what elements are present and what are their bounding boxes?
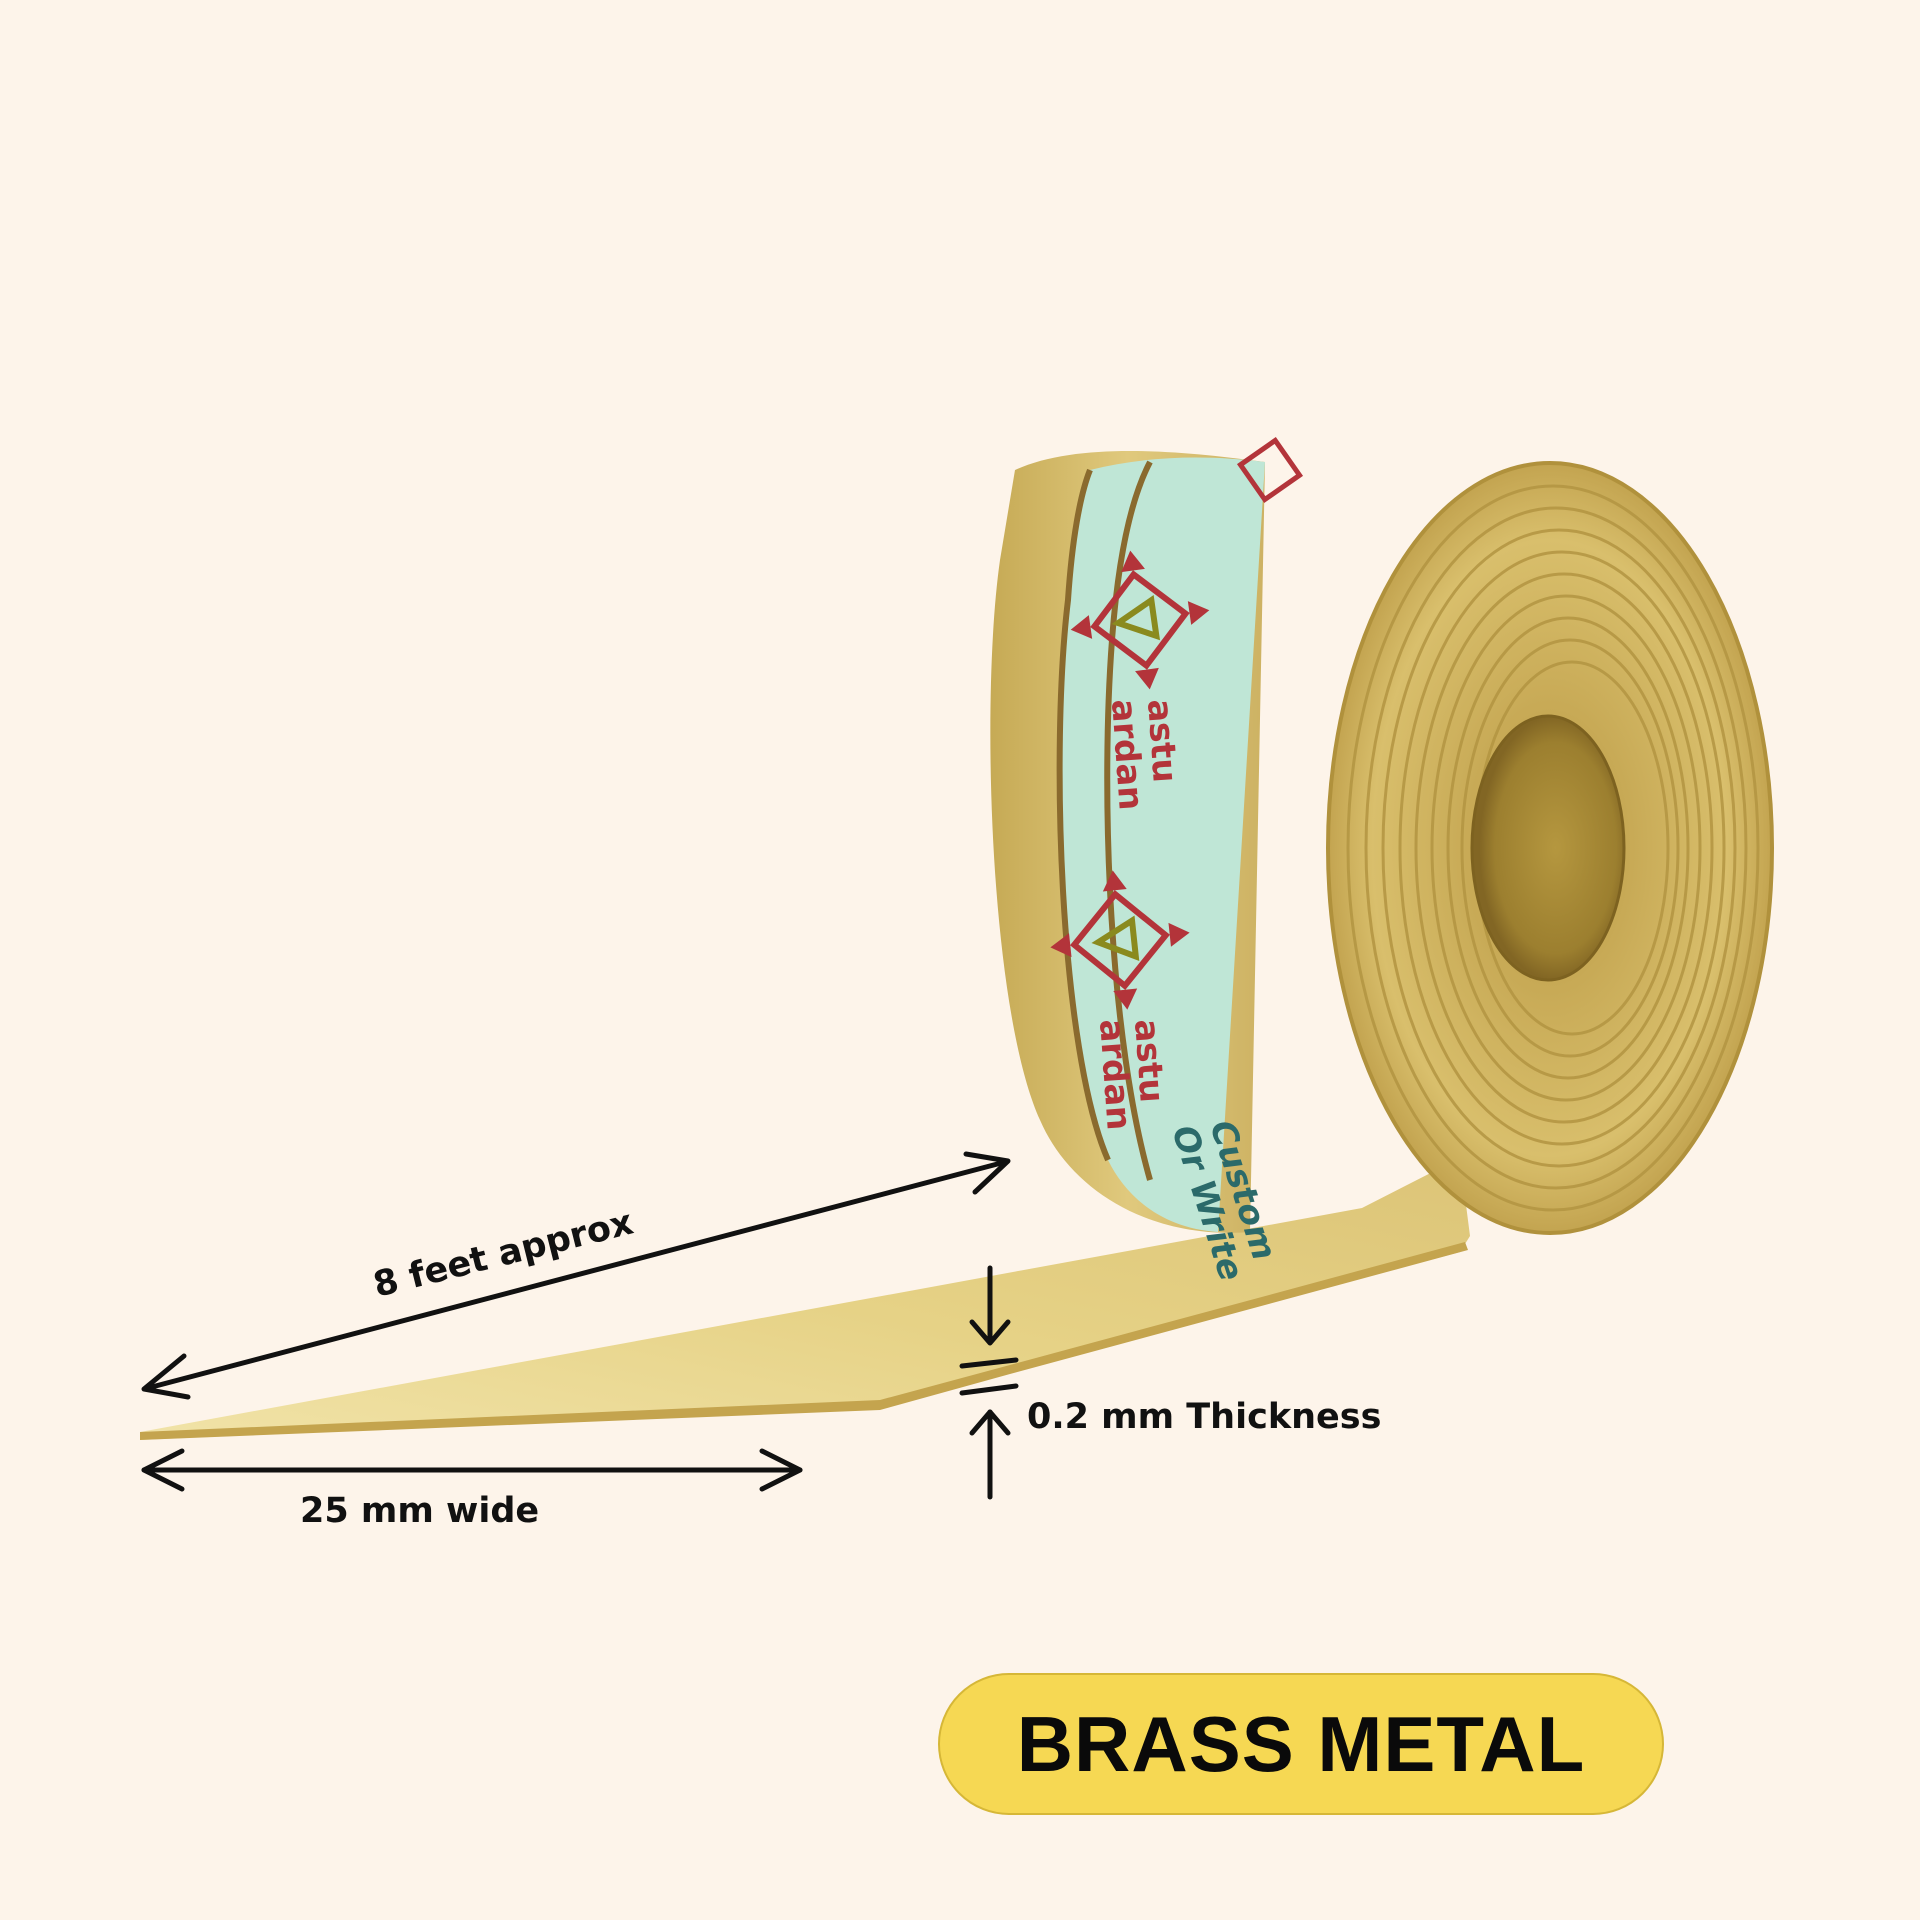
vastu-logo-icon bbox=[1050, 870, 1190, 1010]
roll-end-face bbox=[1326, 461, 1774, 1235]
roll-brand-name-4: ardan bbox=[1091, 1018, 1139, 1132]
length-arrow-head-left bbox=[141, 1353, 191, 1400]
brass-roll: astu ardan astu ardan Custom Or Write bbox=[990, 436, 1774, 1286]
vastu-logo-icon bbox=[1236, 436, 1304, 504]
vastu-logo-icon bbox=[1070, 550, 1210, 690]
material-badge-label: BRASS METAL bbox=[1016, 1699, 1586, 1788]
length-arrow-line bbox=[145, 1159, 1008, 1391]
brass-strip bbox=[140, 1158, 1470, 1440]
length-dimension bbox=[141, 1151, 1011, 1400]
thickness-arrow-top-head bbox=[969, 1319, 1011, 1346]
length-arrow-head-right bbox=[963, 1151, 1011, 1195]
width-dimension bbox=[141, 1448, 803, 1492]
width-arrow-head-right bbox=[759, 1448, 803, 1492]
length-label: 8 feet approx bbox=[370, 1203, 638, 1306]
roll-brand-name-1: astu bbox=[1139, 698, 1185, 784]
thickness-arrow-bottom-head bbox=[969, 1409, 1011, 1436]
thickness-label: 0.2 mm Thickness bbox=[1027, 1397, 1381, 1437]
roll-brand-name-2: ardan bbox=[1103, 698, 1151, 812]
width-arrow-head-left bbox=[141, 1448, 185, 1492]
width-label: 25 mm wide bbox=[300, 1491, 539, 1531]
material-badge: BRASS METAL bbox=[938, 1673, 1664, 1815]
thickness-tick-top bbox=[959, 1357, 1019, 1369]
thickness-dimension bbox=[959, 1265, 1019, 1500]
thickness-tick-bottom bbox=[959, 1383, 1019, 1396]
roll-label-band: astu ardan astu ardan Custom Or Write bbox=[1050, 436, 1304, 1286]
roll-brand-name-3: astu bbox=[1126, 1018, 1172, 1104]
